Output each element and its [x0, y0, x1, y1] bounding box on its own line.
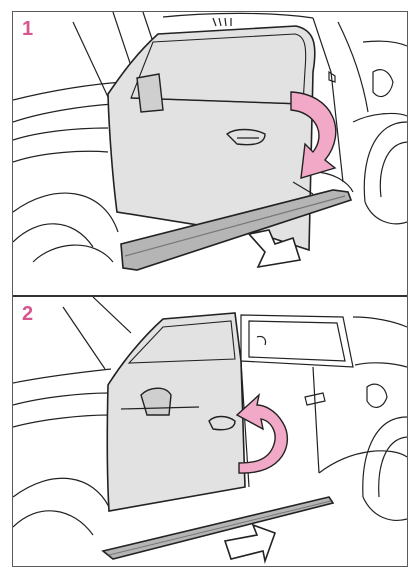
- step-1-panel: 1: [13, 12, 407, 295]
- illustration-frame: 1: [12, 11, 408, 567]
- step-number-1: 1: [22, 19, 33, 39]
- step-2-panel: 2: [13, 297, 407, 566]
- side-mirror: [141, 388, 171, 415]
- straight-arrow: [225, 525, 275, 561]
- step-2-illustration: [13, 297, 407, 566]
- closed-door: [107, 313, 245, 511]
- step-1-illustration: [13, 12, 407, 295]
- side-mirror: [137, 74, 163, 112]
- step-number-2: 2: [22, 304, 33, 324]
